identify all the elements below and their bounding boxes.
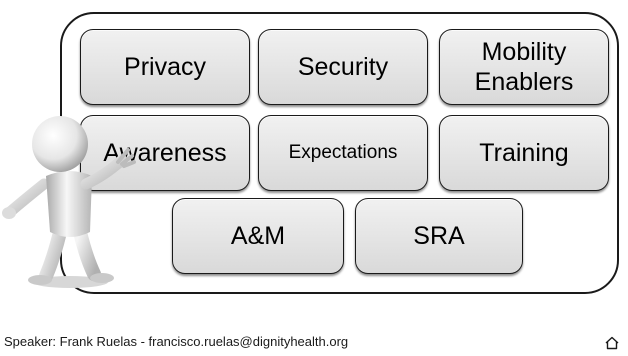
tile-privacy: Privacy [80,29,250,105]
tile-training-label: Training [479,139,569,167]
tile-expectations: Expectations [258,115,428,191]
speaker-footer: Speaker: Frank Ruelas - francisco.ruelas… [4,334,349,349]
tile-security: Security [258,29,428,105]
tile-a-and-m-label: A&M [230,222,286,250]
tile-mobility-enablers: Mobility Enablers [439,29,609,105]
tile-privacy-label: Privacy [124,53,206,81]
tile-sra: SRA [355,198,523,274]
tile-training: Training [439,115,609,191]
tile-sra-label: SRA [413,222,465,250]
tile-a-and-m: A&M [172,198,344,274]
tile-expectations-label: Expectations [288,142,398,163]
tile-security-label: Security [297,53,389,81]
presenter-figure-icon [2,116,136,288]
tile-mobility-enablers-label: Mobility Enablers [474,38,574,96]
home-icon[interactable] [604,336,620,350]
